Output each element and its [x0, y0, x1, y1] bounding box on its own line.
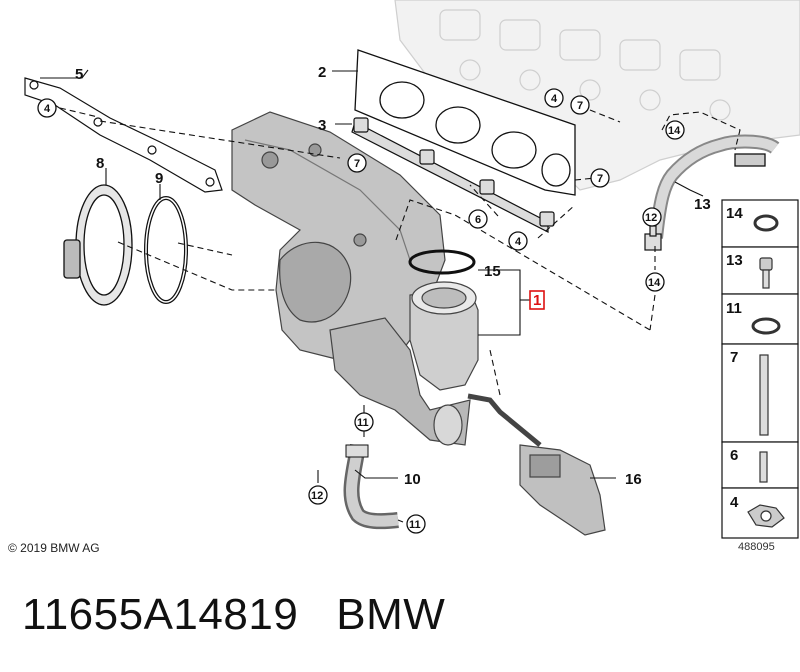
- panel-label-14: 14: [726, 205, 743, 222]
- parts-panel: [721, 199, 799, 539]
- callout-16: 16: [625, 471, 642, 488]
- callout-7b: 7: [577, 100, 583, 112]
- manifold-gasket-strip: [24, 77, 223, 193]
- panel-label-11: 11: [726, 300, 742, 317]
- callout-7c: 7: [597, 173, 603, 185]
- callout-9: 9: [155, 170, 163, 187]
- wastegate-actuator: [467, 393, 606, 536]
- panel-label-13: 13: [726, 252, 743, 269]
- callout-12b: 12: [311, 490, 323, 502]
- callout-8: 8: [96, 155, 104, 172]
- cylinder-head: [394, 0, 800, 191]
- callout-5: 5: [75, 66, 83, 83]
- callout-11a: 11: [357, 417, 369, 429]
- callout-10: 10: [404, 471, 421, 488]
- callout-6: 6: [475, 214, 481, 226]
- part-number: 11655A14819: [22, 590, 299, 639]
- callout-7a: 7: [354, 158, 360, 170]
- leader-lines: [40, 69, 704, 523]
- panel-label-6: 6: [730, 447, 738, 464]
- callout-4b: 4: [551, 93, 558, 105]
- v-band-clamp: [63, 184, 133, 306]
- panel-label-4: 4: [730, 494, 739, 511]
- callout-1[interactable]: 1: [533, 292, 541, 309]
- copyright-text: © 2019 BMW AG: [8, 541, 100, 555]
- turbocharger-assembly: [231, 111, 479, 446]
- callout-12a: 12: [645, 212, 657, 224]
- callout-15: 15: [484, 263, 501, 280]
- figure-number: 488095: [738, 541, 775, 553]
- brand-name: BMW: [336, 590, 446, 639]
- reference-lines: [59, 107, 741, 396]
- callout-14b: 14: [648, 277, 661, 289]
- callout-4a: 4: [44, 103, 51, 115]
- callout-1-box: [529, 290, 545, 310]
- exhaust-manifold-gasket: [354, 49, 576, 196]
- callout-14a: 14: [668, 125, 681, 137]
- callout-3: 3: [318, 117, 326, 134]
- parts-panel-icons: [747, 214, 785, 528]
- panel-label-7: 7: [730, 349, 738, 366]
- callout-4c: 4: [515, 236, 522, 248]
- turbo-seal-ring: [408, 249, 476, 275]
- callout-11b: 11: [409, 519, 421, 531]
- coolant-pipe: [343, 443, 399, 530]
- circled-callouts: [37, 88, 685, 534]
- part-caption: 11655A14819 BMW: [22, 590, 445, 640]
- heat-shield-strip: [351, 117, 555, 233]
- callout-13: 13: [694, 196, 711, 213]
- hollow-bolt: [644, 225, 662, 251]
- oil-line: [649, 134, 780, 239]
- callout-2: 2: [318, 64, 326, 81]
